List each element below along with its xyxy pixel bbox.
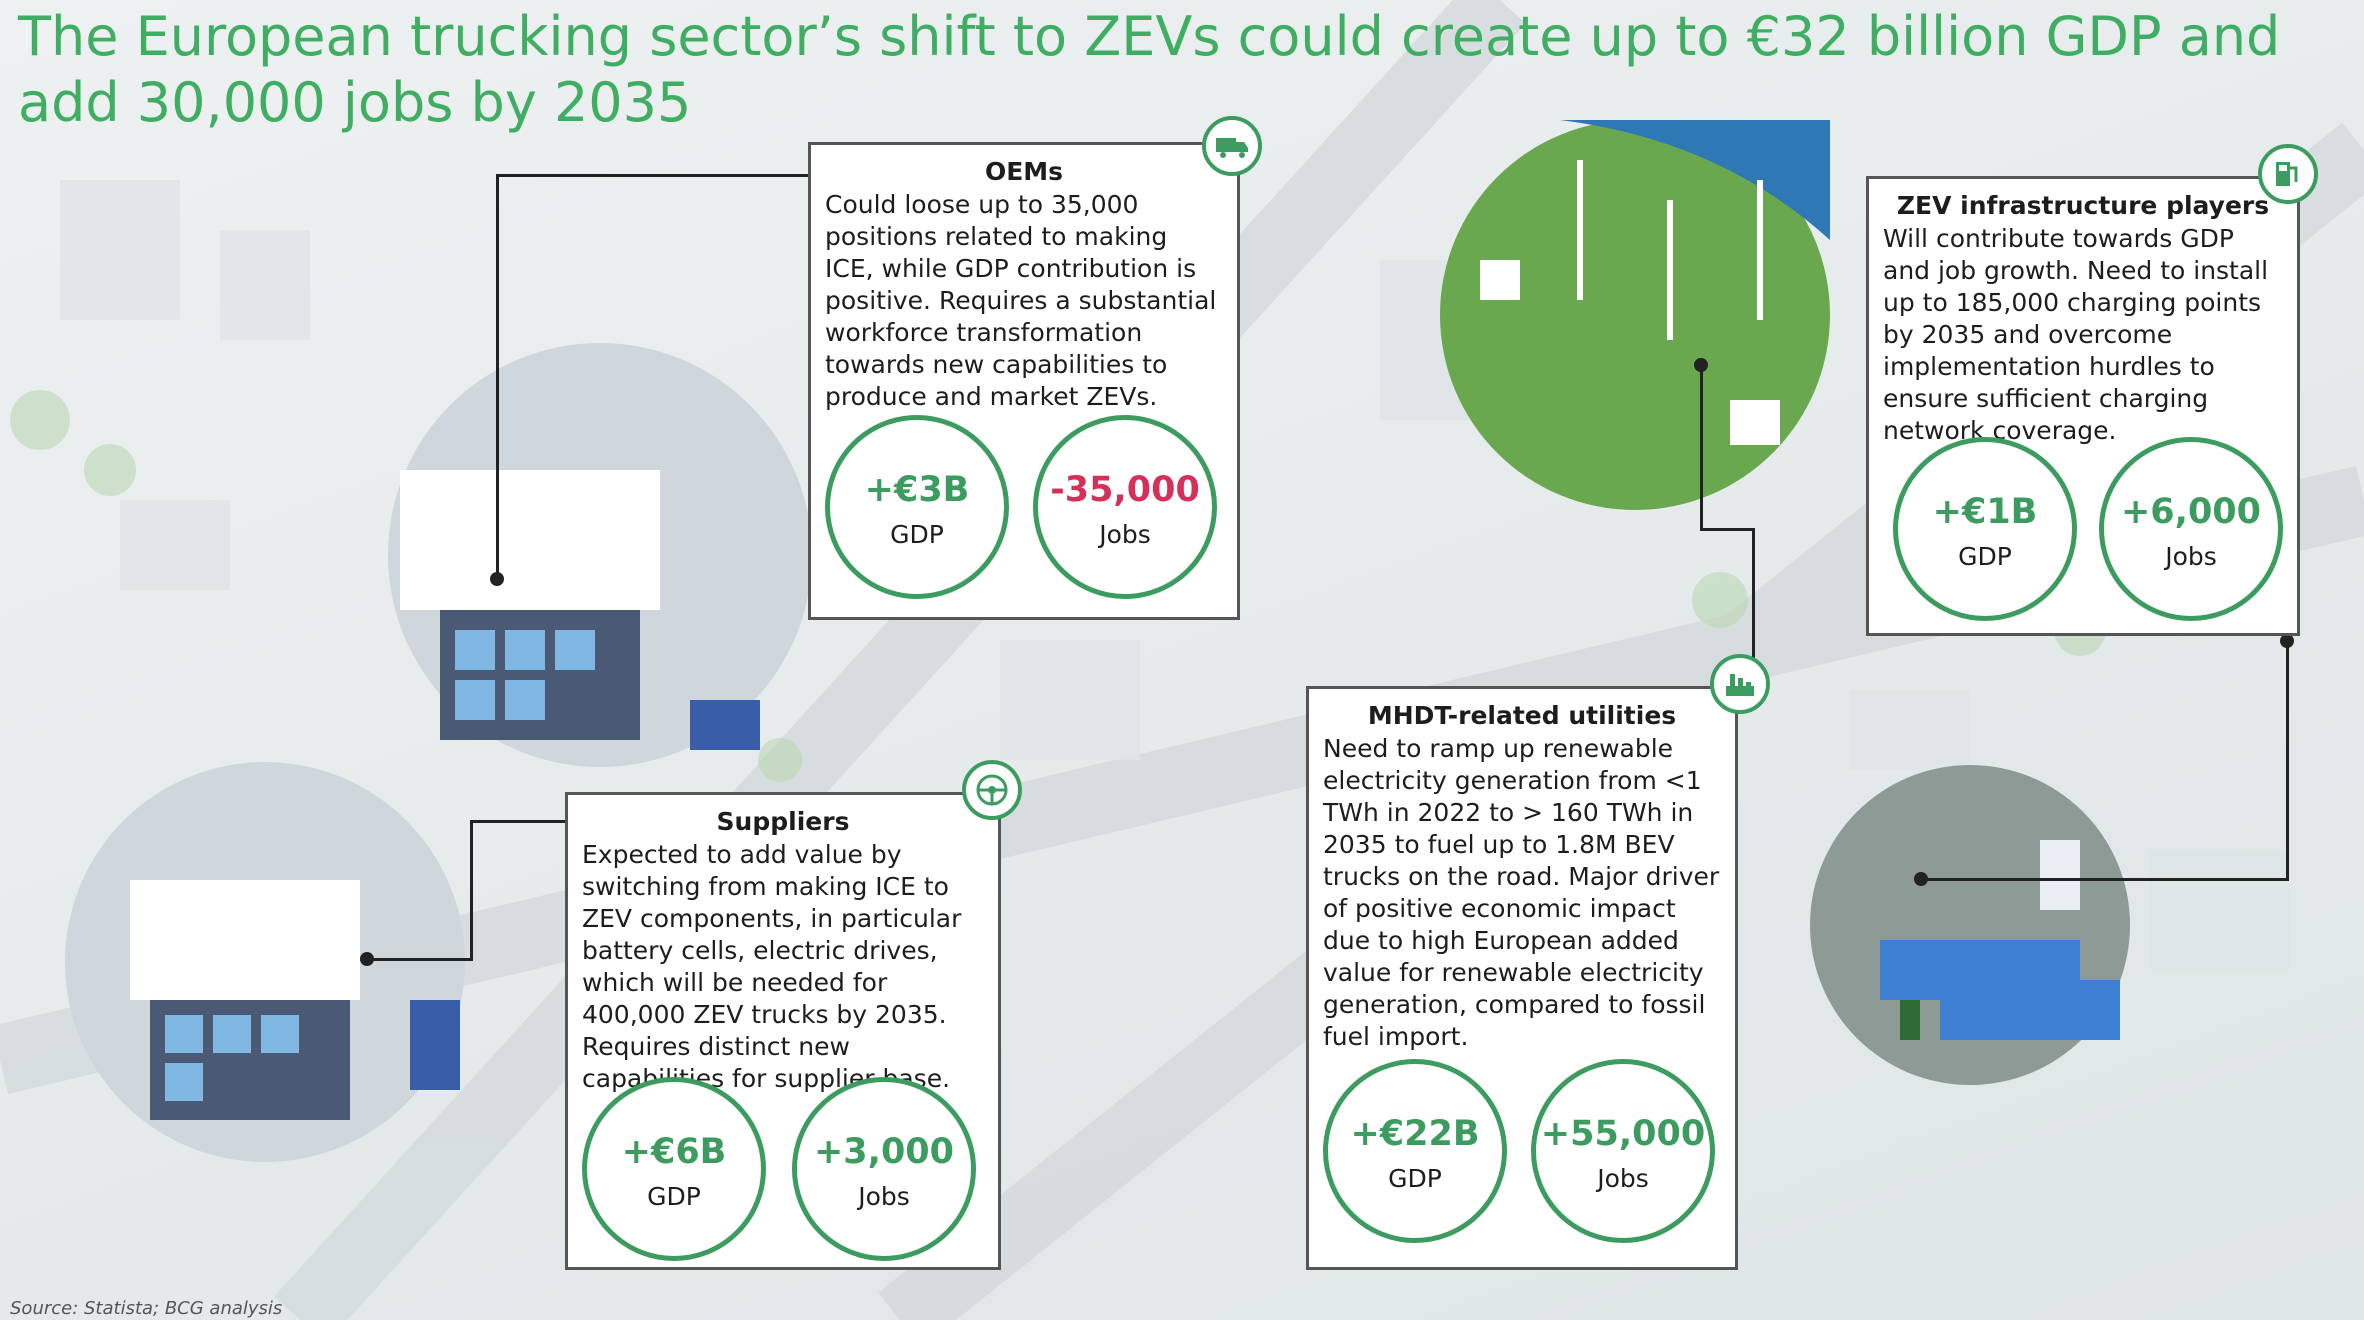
- oems-description: Could loose up to 35,000 positions relat…: [825, 190, 1217, 411]
- connector-dot: [2280, 634, 2294, 648]
- utilities-gdp-value: +€22B: [1350, 1114, 1480, 1154]
- oem-factory-illustration: [388, 343, 812, 767]
- suppliers-gdp-metric: +€6B GDP: [582, 1077, 766, 1261]
- zev-infrastructure-panel: ZEV infrastructure players Will contribu…: [1866, 176, 2300, 636]
- suppliers-description: Expected to add value by switching from …: [582, 840, 962, 1093]
- suppliers-heading: Suppliers: [716, 807, 850, 836]
- suppliers-panel: Suppliers Expected to add value by switc…: [565, 792, 1001, 1270]
- suppliers-gdp-value: +€6B: [621, 1132, 727, 1172]
- utilities-gdp-metric: +€22B GDP: [1323, 1059, 1507, 1243]
- zev-infrastructure-jobs-label: Jobs: [2165, 542, 2217, 571]
- connector-line: [496, 174, 808, 177]
- utilities-panel: MHDT-related utilities Need to ramp up r…: [1306, 686, 1738, 1270]
- connector-line: [496, 174, 499, 579]
- zev-infrastructure-gdp-metric: +€1B GDP: [1893, 437, 2077, 621]
- connector-line: [366, 958, 473, 961]
- steering-wheel-icon: [962, 760, 1022, 820]
- zev-infrastructure-jobs-value: +6,000: [2120, 492, 2262, 532]
- utilities-gdp-label: GDP: [1388, 1164, 1442, 1193]
- zev-infrastructure-gdp-value: +€1B: [1932, 492, 2038, 532]
- oems-jobs-metric: -35,000 Jobs: [1033, 415, 1217, 599]
- connector-line: [470, 820, 473, 960]
- connector-dot: [1694, 358, 1708, 372]
- wind-farm-illustration: [1440, 120, 1830, 510]
- connector-line: [2286, 640, 2289, 880]
- zev-infrastructure-jobs-metric: +6,000 Jobs: [2099, 437, 2283, 621]
- oems-panel: OEMs Could loose up to 35,000 positions …: [808, 142, 1240, 620]
- truck-icon: [1202, 116, 1262, 176]
- supplier-factory-illustration: [65, 762, 465, 1162]
- charging-station-icon: [2258, 144, 2318, 204]
- page-title: The European trucking sector’s shift to …: [18, 5, 2281, 134]
- utilities-jobs-value: +55,000: [1540, 1114, 1706, 1154]
- connector-dot: [360, 952, 374, 966]
- source-note: Source: Statista; BCG analysis: [10, 1298, 283, 1319]
- connector-line: [1920, 878, 2289, 881]
- oems-heading: OEMs: [984, 157, 1064, 186]
- suppliers-jobs-metric: +3,000 Jobs: [792, 1077, 976, 1261]
- connector-dot: [1914, 872, 1928, 886]
- connector-line: [1700, 365, 1703, 530]
- suppliers-gdp-label: GDP: [647, 1182, 701, 1211]
- utilities-jobs-metric: +55,000 Jobs: [1531, 1059, 1715, 1243]
- utilities-heading: MHDT-related utilities: [1367, 701, 1677, 730]
- connector-line: [1752, 528, 1755, 688]
- utilities-jobs-label: Jobs: [1597, 1164, 1649, 1193]
- connector-line: [1700, 528, 1755, 531]
- utilities-description: Need to ramp up renewable electricity ge…: [1323, 734, 1720, 1051]
- oems-jobs-value: -35,000: [1050, 470, 1200, 510]
- connector-line: [470, 820, 566, 823]
- oems-jobs-label: Jobs: [1099, 520, 1151, 549]
- suppliers-jobs-label: Jobs: [858, 1182, 910, 1211]
- zev-infrastructure-gdp-label: GDP: [1958, 542, 2012, 571]
- oems-gdp-metric: +€3B GDP: [825, 415, 1009, 599]
- power-plant-icon: [1710, 654, 1770, 714]
- oems-gdp-value: +€3B: [864, 470, 970, 510]
- zev-infrastructure-description: Will contribute towards GDP and job grow…: [1883, 224, 2269, 445]
- oems-gdp-label: GDP: [890, 520, 944, 549]
- charging-station-illustration: [1810, 765, 2130, 1085]
- suppliers-jobs-value: +3,000: [813, 1132, 955, 1172]
- zev-infrastructure-heading: ZEV infrastructure players: [1896, 191, 2270, 220]
- connector-dot: [490, 572, 504, 586]
